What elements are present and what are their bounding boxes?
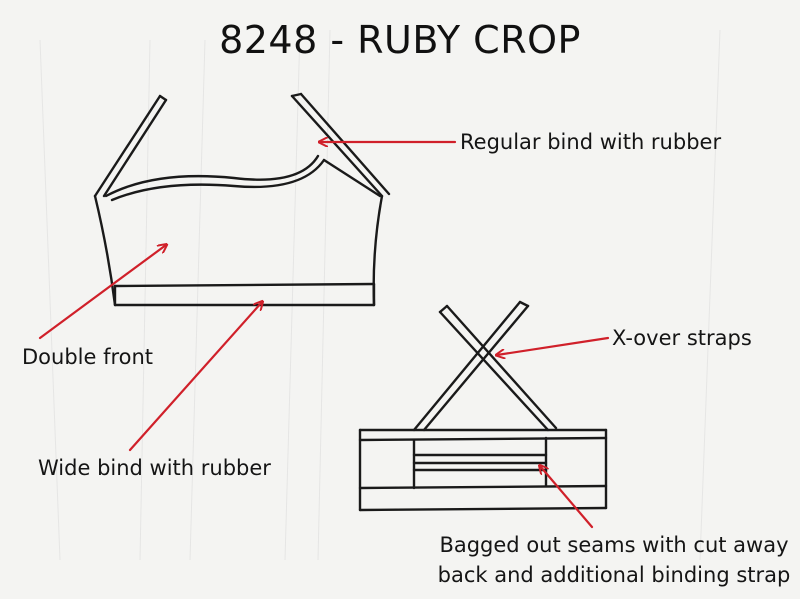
x-strap-2 — [412, 300, 522, 432]
back-view-sketch — [358, 300, 608, 512]
label-wide-bind: Wide bind with rubber — [38, 456, 271, 480]
back-band-bottom — [358, 506, 608, 512]
neckline-binding — [104, 154, 320, 198]
front-view-sketch — [93, 92, 391, 307]
background-texture — [39, 29, 721, 561]
under-bust-seam — [113, 282, 376, 288]
label-regular-bind: Regular bind with rubber — [460, 130, 722, 154]
x-strap-1 — [438, 310, 550, 432]
front-body-left-side — [93, 194, 117, 307]
arrow-bagged-out — [540, 466, 594, 529]
label-bagged-out-line2: back and additional binding strap — [437, 563, 791, 587]
label-double-front: Double front — [22, 345, 154, 369]
label-x-over: X-over straps — [612, 326, 752, 350]
arrow-wide-bind — [128, 302, 262, 452]
arrow-double-front — [38, 245, 166, 340]
label-bagged-out-line1: Bagged out seams with cut away — [439, 533, 789, 557]
arrow-x-over — [497, 336, 610, 355]
left-strap — [93, 94, 162, 198]
diagram-title: 8248 - RUBY CROP — [219, 18, 581, 62]
label-bagged-out: Bagged out seams with cut away back and … — [436, 530, 792, 590]
right-strap — [290, 94, 384, 198]
